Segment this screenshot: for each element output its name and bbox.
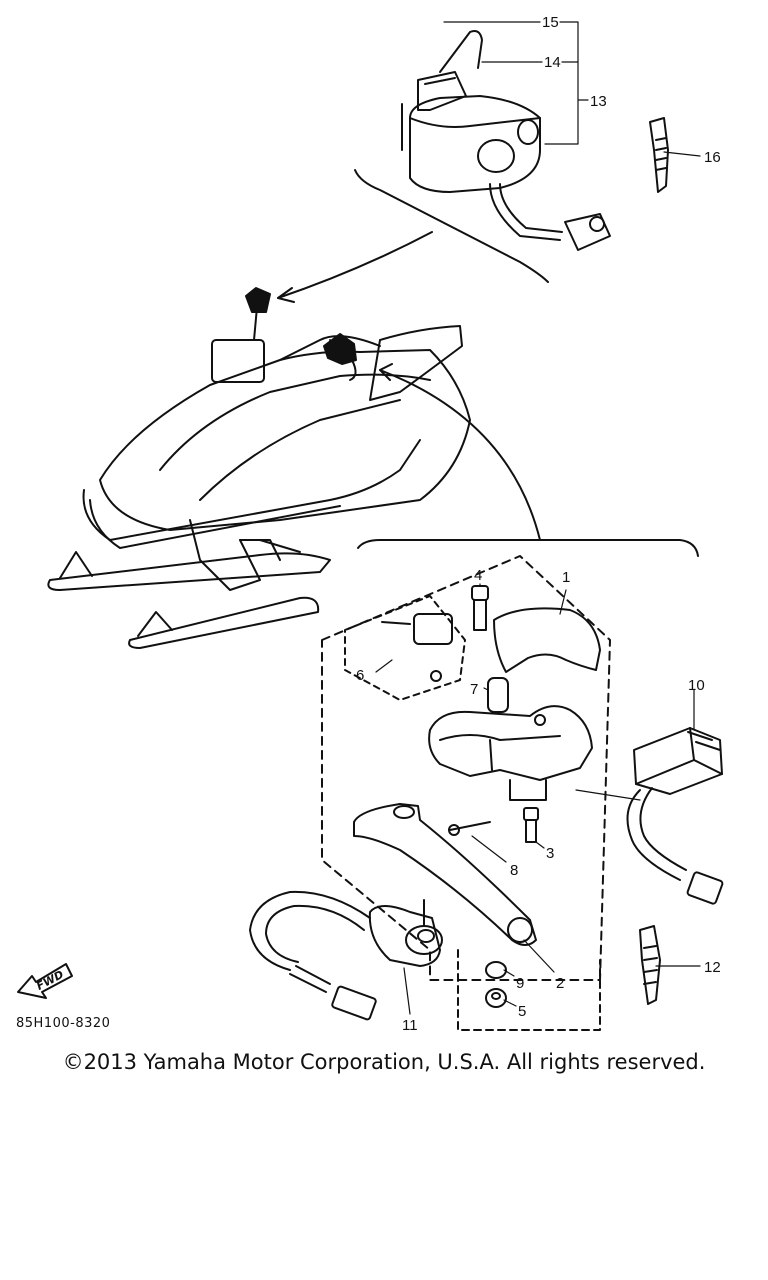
bolt-4 <box>471 585 489 631</box>
arrow-to-throttle <box>277 231 433 299</box>
lever-2 <box>353 803 537 946</box>
parts-diagram: 15 14 13 16 1 4 6 7 10 3 8 2 9 5 11 12 F… <box>17 14 724 1034</box>
lever-mount <box>428 705 593 801</box>
callout-6: 6 <box>356 667 364 684</box>
callout-1: 1 <box>562 569 570 586</box>
screw-8 <box>448 821 491 836</box>
callout-16: 16 <box>704 149 721 166</box>
switch-10 <box>626 727 724 905</box>
callout-10: 10 <box>688 677 705 694</box>
fwd-arrow-icon <box>17 963 73 999</box>
nut-5 <box>485 988 507 1008</box>
copyright-notice: ©2013 Yamaha Motor Corporation, U.S.A. A… <box>62 1050 706 1074</box>
callout-labels: 15 14 13 16 1 4 6 7 10 3 8 2 9 5 11 12 F… <box>34 14 720 1034</box>
marker-brake <box>323 333 357 365</box>
cover-1 <box>493 607 601 673</box>
callout-11: 11 <box>402 1017 418 1034</box>
leader-lines <box>375 21 701 1015</box>
fwd-label: FWD <box>34 968 66 993</box>
callout-14: 14 <box>544 54 561 71</box>
bracket-top <box>354 169 549 283</box>
arrowhead-throttle <box>277 287 295 303</box>
callout-5: 5 <box>518 1003 526 1020</box>
dashed-enclosure-1 <box>321 555 611 981</box>
arrow-to-brake <box>379 369 541 541</box>
clip-12 <box>639 925 661 1005</box>
bracket-bottom <box>357 539 699 557</box>
callout-15: 15 <box>542 14 559 31</box>
spacer-9 <box>485 961 507 979</box>
clip-16 <box>649 117 669 193</box>
dashed-enclosure-5-9 <box>457 949 601 1031</box>
snowmobile <box>47 295 471 649</box>
switch-11 <box>249 890 443 1021</box>
bolt-3 <box>523 807 539 843</box>
marker-throttle <box>245 287 271 313</box>
drawing-code: 85H100-8320 <box>16 1016 111 1031</box>
arrowhead-brake <box>379 363 393 381</box>
callout-3: 3 <box>546 845 554 862</box>
callout-12: 12 <box>704 959 721 976</box>
dashed-enclosure-6 <box>344 595 466 701</box>
callout-13: 13 <box>590 93 607 110</box>
part-6 <box>381 613 453 682</box>
callout-8: 8 <box>510 862 518 879</box>
throttle-housing-assembly <box>401 30 611 251</box>
pin-7 <box>487 677 509 713</box>
callout-4: 4 <box>474 567 482 584</box>
callout-9: 9 <box>516 975 524 992</box>
callout-7: 7 <box>470 681 478 698</box>
callout-2: 2 <box>556 975 564 992</box>
